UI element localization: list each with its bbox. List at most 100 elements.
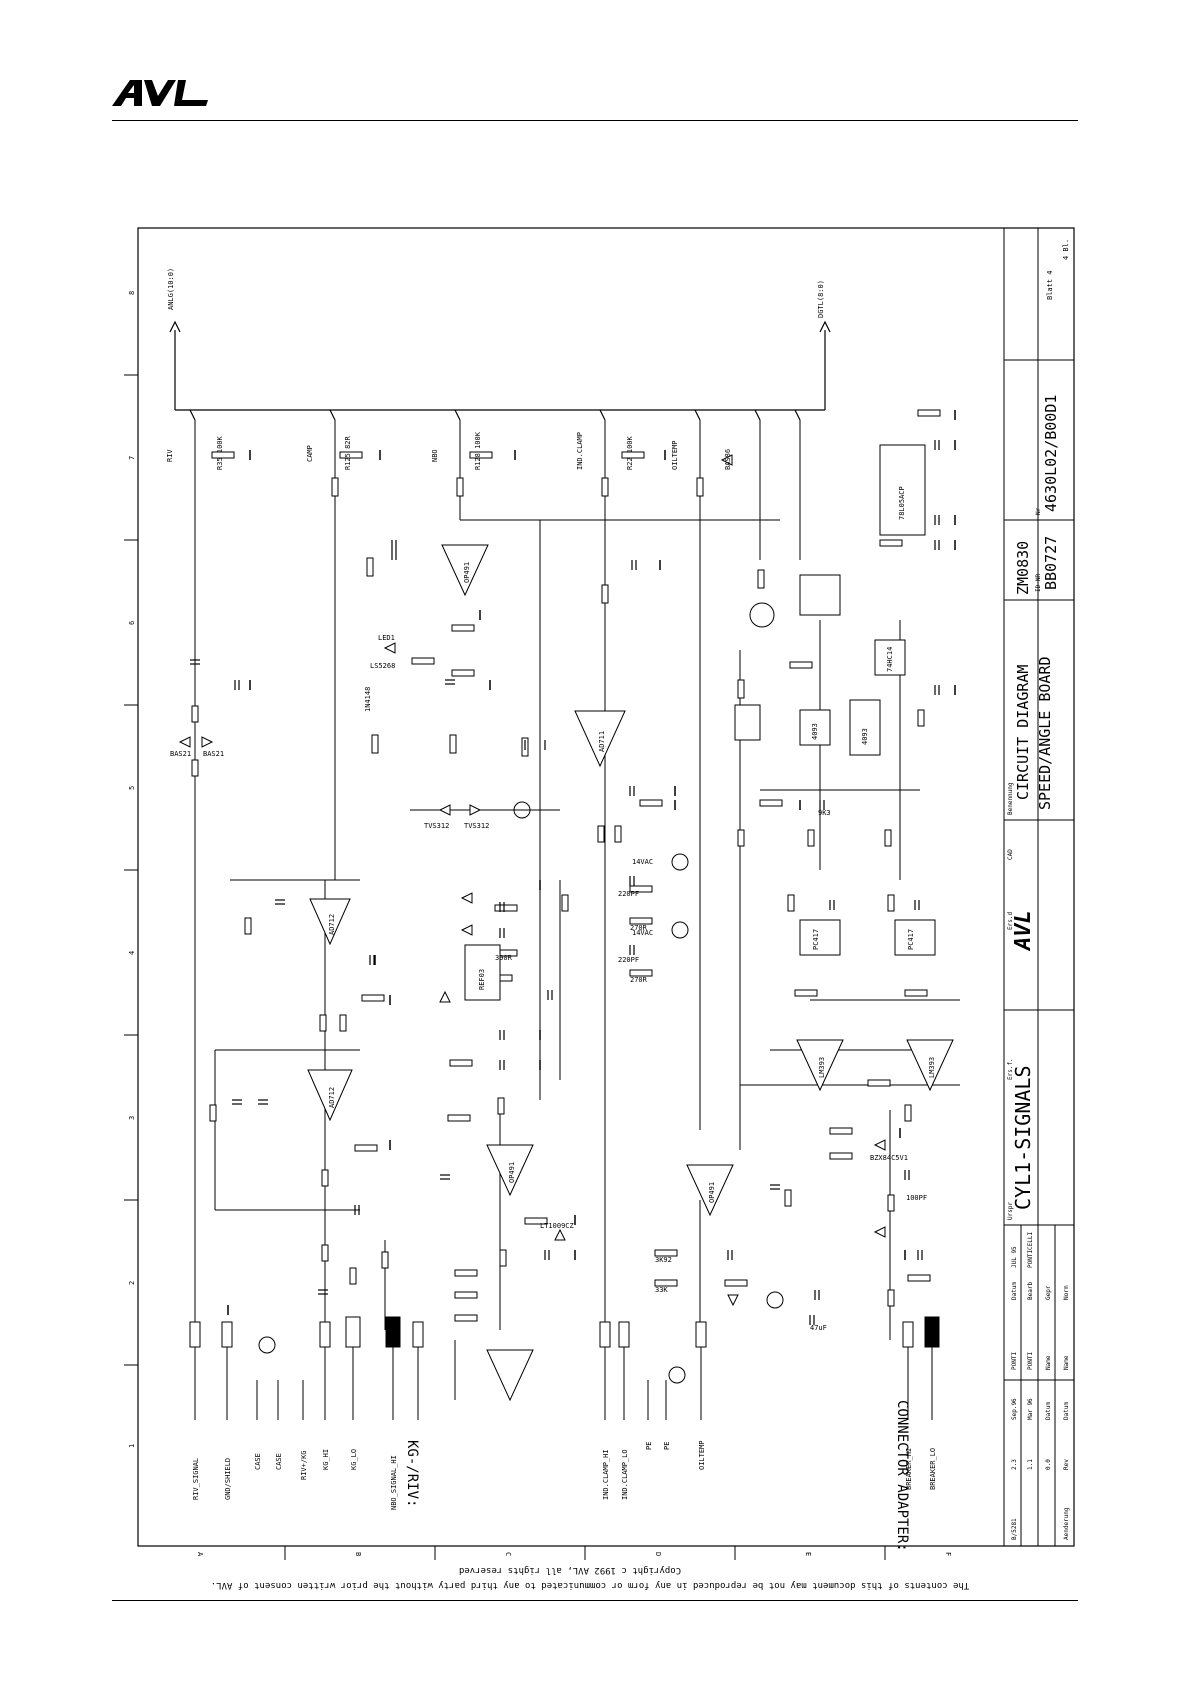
conn-right-3: PE: [663, 1442, 671, 1450]
aenderung-label: Aenderung: [1063, 1507, 1070, 1540]
footer-rule: [112, 1600, 1078, 1601]
date-label-1: Bearb: [1027, 1282, 1034, 1300]
drawing-nr: 4630L02/B00D1: [1042, 395, 1060, 512]
signal-top-3: IND.CLAMP: [576, 432, 584, 470]
misc-6: BZX84C5V1: [870, 1154, 908, 1162]
date-value-0: JUL 95: [1011, 1246, 1018, 1268]
section-left: KG-/RIV:: [404, 1440, 420, 1507]
misc-14: 270R: [630, 976, 648, 984]
rev-2-date: Datum: [1045, 1402, 1052, 1420]
zone-ticks: [124, 374, 886, 1560]
row-d: D: [654, 1552, 662, 1556]
res-top-0: R35 100K: [216, 435, 224, 470]
avl-logo: [112, 80, 208, 106]
misc-5: BAS21: [203, 750, 224, 758]
col-7: 7: [128, 456, 136, 460]
ground-symbols: [227, 410, 956, 1315]
misc-0: TVS312: [424, 822, 449, 830]
row-f: F: [944, 1552, 952, 1556]
rev-header-2: Name: [1063, 1355, 1070, 1370]
res-top-1: R125 82R: [344, 435, 352, 470]
chip-10: 4093: [811, 723, 819, 740]
title-circuit: CIRCUIT DIAGRAM: [1014, 665, 1032, 800]
benennung-label: Benennung: [1007, 782, 1014, 815]
section-right: CONNECTOR ADAPTER:: [894, 1400, 910, 1552]
chip-7: LM393: [928, 1057, 936, 1078]
rev-0-date: Sep.96: [1011, 1398, 1018, 1420]
misc-9: 14VAC: [632, 929, 653, 937]
col-5: 5: [128, 786, 136, 790]
conn-left-6: KG_LO: [350, 1449, 358, 1470]
row-c: C: [504, 1552, 512, 1556]
chip-4: OP491: [708, 1182, 716, 1203]
conn-right-5: BREAKER_HI: [905, 1448, 913, 1490]
conn-left-2: CASE: [254, 1453, 262, 1470]
title-block: [1003, 227, 1075, 1547]
misc-12: 390R: [495, 954, 513, 962]
conn-right-0: IND.CLAMP_HI: [602, 1449, 610, 1500]
col-3: 3: [128, 1116, 136, 1120]
bus-lines: [169, 320, 831, 421]
misc-19: 9K3: [818, 809, 831, 817]
op-amps: [307, 544, 954, 1402]
chip-3: OP491: [508, 1162, 516, 1183]
date-label-3: Norm: [1063, 1285, 1070, 1300]
urspr-label: Urspr: [1007, 1202, 1014, 1220]
chip-8: PC417: [812, 929, 820, 950]
date-value-1: PONTICELLI: [1027, 1231, 1034, 1268]
conn-right-6: BREAKER_LO: [929, 1448, 937, 1490]
sheet-total: 4 Bl.: [1062, 239, 1070, 260]
logo-small: AVL: [1011, 910, 1036, 952]
signal-top-4: OILTEMP: [671, 440, 679, 470]
chip-9: PC417: [907, 929, 915, 950]
resistors: [191, 409, 941, 1322]
misc-13: 270R: [630, 924, 648, 932]
capacitors: [190, 440, 940, 1325]
signal-top-1: CAMP: [306, 445, 314, 462]
misc-1: TVS312: [464, 822, 489, 830]
misc-2: LED1: [378, 634, 395, 642]
col-1: 1: [128, 1444, 136, 1448]
signal-traces: [194, 420, 960, 1400]
conn-left-3: CASE: [275, 1453, 283, 1470]
title-board: SPEED/ANGLE BOARD: [1036, 656, 1054, 810]
nr-label: Nr: [1035, 507, 1042, 515]
misc-17: 47uF: [810, 1324, 827, 1332]
conn-left-4: RIV+/KG: [300, 1450, 308, 1480]
col-4: 4: [128, 951, 136, 955]
chip-11: 4093: [861, 728, 869, 745]
cad-label: CAD: [1007, 849, 1014, 860]
col-8: 8: [128, 291, 136, 295]
row-b: B: [354, 1552, 362, 1556]
connector-leads: [194, 1347, 933, 1420]
res-top-2: R128 100K: [474, 431, 482, 470]
chip-12: 74HC14: [886, 647, 894, 672]
rev-1: 1.1: [1027, 1459, 1034, 1470]
row-a: A: [196, 1552, 204, 1557]
zm-number: ZM0830: [1014, 541, 1032, 595]
bus-left-label: ANLG(10:0): [167, 268, 175, 310]
conn-left-7: NBO_SIGNAL_HI: [390, 1455, 398, 1510]
title-main: CYL1-SIGNALS: [1011, 1066, 1035, 1211]
drawing-frame: [137, 227, 1075, 1547]
date-label-0: Datum: [1011, 1282, 1018, 1300]
conn-right-4: OILTEMP: [698, 1440, 706, 1470]
res-top-4: BAS86: [724, 449, 732, 470]
col-2: 2: [128, 1281, 136, 1285]
ic-blocks: [464, 444, 936, 1001]
misc-10: 3K92: [655, 1256, 672, 1264]
res-top-3: R22 100K: [626, 435, 634, 470]
rev-2: 0.0: [1045, 1459, 1052, 1470]
col-6: 6: [128, 621, 136, 625]
ref-label: B/5281: [1011, 1518, 1018, 1540]
row-e: E: [804, 1552, 812, 1556]
misc-8: 14VAC: [632, 858, 653, 866]
rev-1-date: Mar 96: [1027, 1398, 1034, 1420]
conn-right-1: IND.CLAMP_LO: [621, 1449, 629, 1500]
ers-d-label: Ers.d: [1007, 912, 1014, 930]
misc-15: 220PF: [618, 890, 639, 898]
chip-6: LM393: [818, 1057, 826, 1078]
header-rule: [112, 120, 1078, 121]
rev-0-name: PONTI: [1011, 1352, 1018, 1370]
